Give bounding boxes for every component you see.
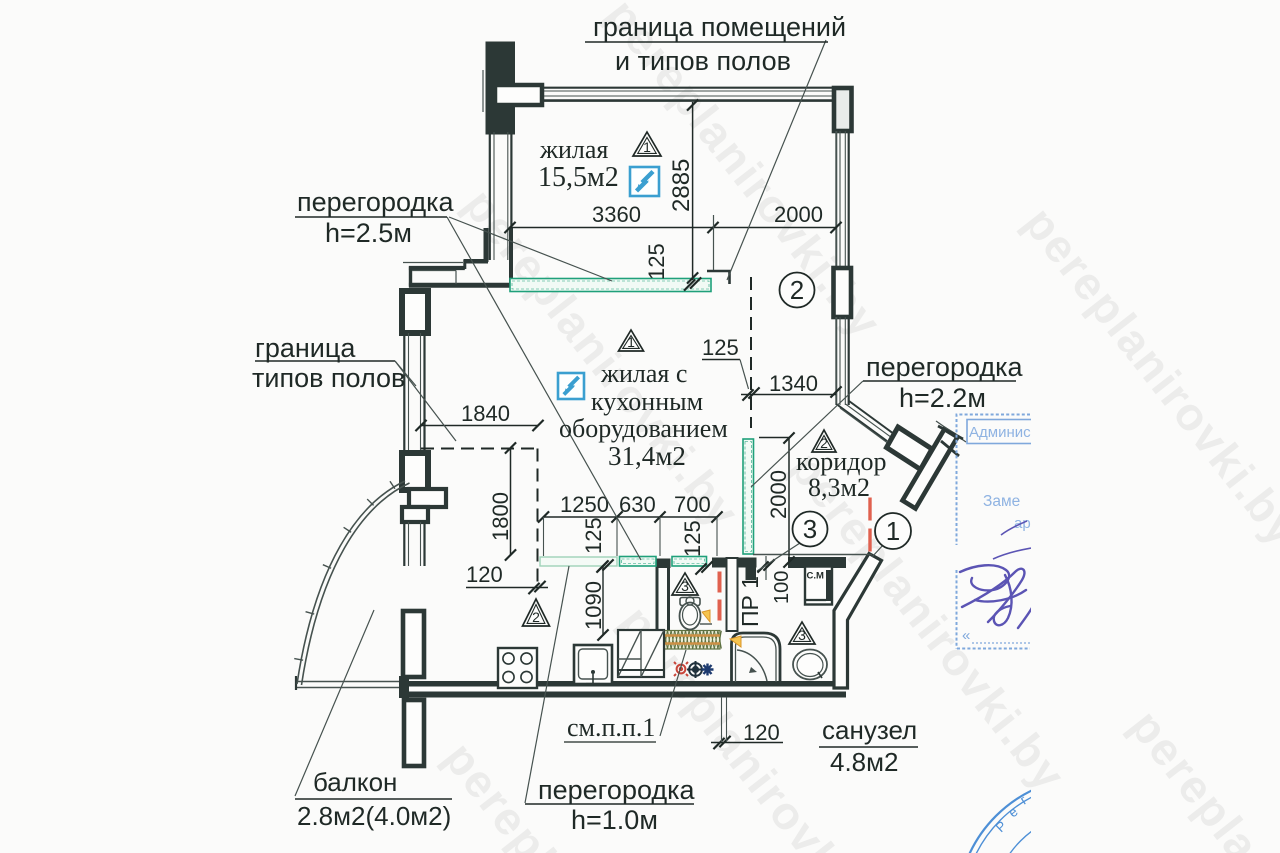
svg-text:3360: 3360 — [592, 202, 641, 227]
svg-text:типов полов: типов полов — [252, 363, 405, 393]
svg-text:см.п.п.1: см.п.п.1 — [567, 713, 655, 742]
svg-text:Заме: Заме — [983, 493, 1020, 510]
svg-text:1800: 1800 — [488, 492, 513, 541]
svg-text:h=2.2м: h=2.2м — [899, 383, 986, 413]
svg-text:2: 2 — [820, 435, 828, 451]
svg-text:2000: 2000 — [766, 470, 791, 519]
svg-text:перегородка: перегородка — [538, 775, 696, 805]
svg-text:125: 125 — [581, 517, 606, 554]
svg-text:1: 1 — [886, 516, 900, 546]
svg-text:3: 3 — [803, 514, 817, 544]
svg-text:4.8м2: 4.8м2 — [830, 747, 898, 777]
svg-text:2: 2 — [532, 609, 540, 625]
svg-text:«: « — [962, 627, 970, 644]
svg-text:15,5м2: 15,5м2 — [538, 162, 619, 193]
svg-text:2: 2 — [790, 275, 804, 305]
svg-text:перегородка: перегородка — [297, 187, 455, 217]
svg-text:125: 125 — [644, 243, 669, 280]
svg-text:1: 1 — [643, 139, 651, 155]
svg-text:120: 120 — [743, 720, 780, 745]
svg-text:125: 125 — [680, 520, 705, 557]
svg-text:Админис: Админис — [969, 424, 1031, 441]
svg-text:3: 3 — [798, 627, 806, 643]
svg-text:700: 700 — [674, 492, 711, 517]
svg-text:120: 120 — [466, 562, 503, 587]
svg-text:2.8м2(4.0м2): 2.8м2(4.0м2) — [297, 801, 451, 831]
svg-text:3: 3 — [681, 578, 689, 594]
svg-text:коридор: коридор — [796, 447, 886, 476]
svg-text:31,4м2: 31,4м2 — [608, 441, 686, 471]
svg-text:С.М: С.М — [807, 571, 825, 582]
svg-text:кухонным: кухонным — [591, 387, 703, 416]
svg-text:граница: граница — [255, 333, 356, 363]
svg-text:h=2.5м: h=2.5м — [325, 218, 412, 248]
svg-text:1840: 1840 — [461, 401, 510, 426]
svg-text:граница помещений: граница помещений — [593, 12, 846, 42]
svg-text:630: 630 — [619, 492, 656, 517]
svg-text:жилая: жилая — [539, 135, 608, 164]
svg-text:h=1.0м: h=1.0м — [571, 805, 658, 835]
svg-text:1090: 1090 — [581, 581, 606, 630]
svg-text:балкон: балкон — [313, 767, 397, 797]
svg-text:и типов полов: и типов полов — [615, 46, 791, 76]
svg-text:1250: 1250 — [560, 492, 609, 517]
svg-text:100: 100 — [771, 571, 793, 604]
svg-text:оборудованием: оборудованием — [559, 414, 728, 443]
svg-text:1340: 1340 — [769, 371, 818, 396]
svg-text:жилая с: жилая с — [600, 359, 687, 388]
svg-text:перегородка: перегородка — [866, 352, 1024, 382]
svg-text:2000: 2000 — [774, 202, 823, 227]
svg-text:2885: 2885 — [668, 159, 695, 212]
svg-text:ПР 1: ПР 1 — [737, 576, 763, 627]
svg-text:санузел: санузел — [822, 715, 917, 745]
svg-text:125: 125 — [702, 335, 739, 360]
svg-text:8,3м2: 8,3м2 — [808, 473, 870, 502]
svg-text:1: 1 — [627, 334, 635, 350]
